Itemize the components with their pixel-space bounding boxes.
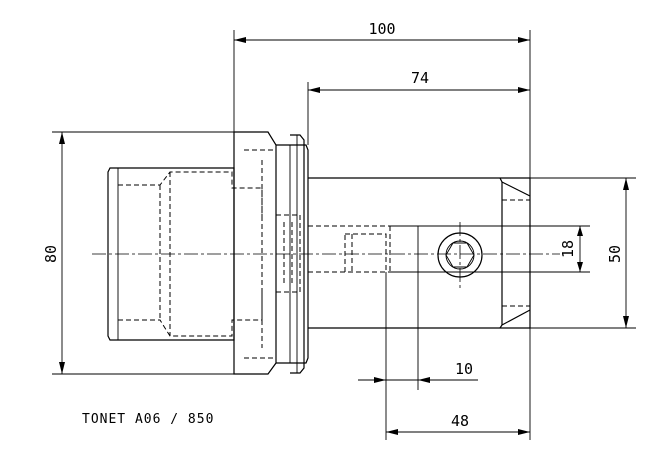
shank-length-label: 74: [411, 69, 429, 87]
arrow-bottom: [623, 316, 629, 328]
collar-thread: [276, 214, 301, 293]
end-chamfer: [499, 177, 531, 329]
arrow-right: [418, 377, 430, 383]
dimension-flange-diameter: 80: [42, 131, 234, 375]
dimension-bore-diameter: 50: [530, 177, 636, 329]
dimension-screw-depth: 48: [386, 328, 531, 440]
screw-depth-label: 48: [451, 412, 469, 430]
shank-outline: [308, 177, 531, 329]
bore-hidden: [308, 225, 500, 273]
body-outline: [107, 131, 531, 375]
arrow-top: [577, 226, 583, 236]
bore-diameter-label: 50: [606, 245, 624, 263]
arrow-left: [374, 377, 386, 383]
dimension-small-offset: 10: [358, 226, 478, 440]
arrow-left: [308, 87, 320, 93]
dimension-shank-length: 74: [307, 69, 530, 145]
arrow-right: [518, 87, 530, 93]
arrow-top: [59, 132, 65, 144]
arrow-bottom: [59, 362, 65, 374]
arrow-left: [234, 37, 246, 43]
end-bore-hidden: [502, 199, 530, 307]
set-screw-hex: [445, 242, 475, 268]
dimension-screw-diameter: 18: [390, 225, 590, 273]
flange-inner: [244, 149, 276, 359]
center-lines: [92, 222, 560, 288]
small-offset-label: 10: [455, 360, 473, 378]
arrow-right: [518, 429, 530, 435]
dimension-overall-length: 100: [233, 20, 531, 178]
arrow-right: [518, 37, 530, 43]
screw-diameter-label: 18: [559, 240, 577, 258]
arrow-left: [386, 429, 398, 435]
flange-diameter-label: 80: [42, 245, 60, 263]
flange-outline: [233, 131, 277, 375]
screw-hidden: [344, 233, 387, 273]
overall-length-label: 100: [368, 20, 395, 38]
part-caption: TONET A06 / 850: [82, 412, 214, 427]
arrow-top: [623, 178, 629, 190]
arrow-bottom: [577, 262, 583, 272]
